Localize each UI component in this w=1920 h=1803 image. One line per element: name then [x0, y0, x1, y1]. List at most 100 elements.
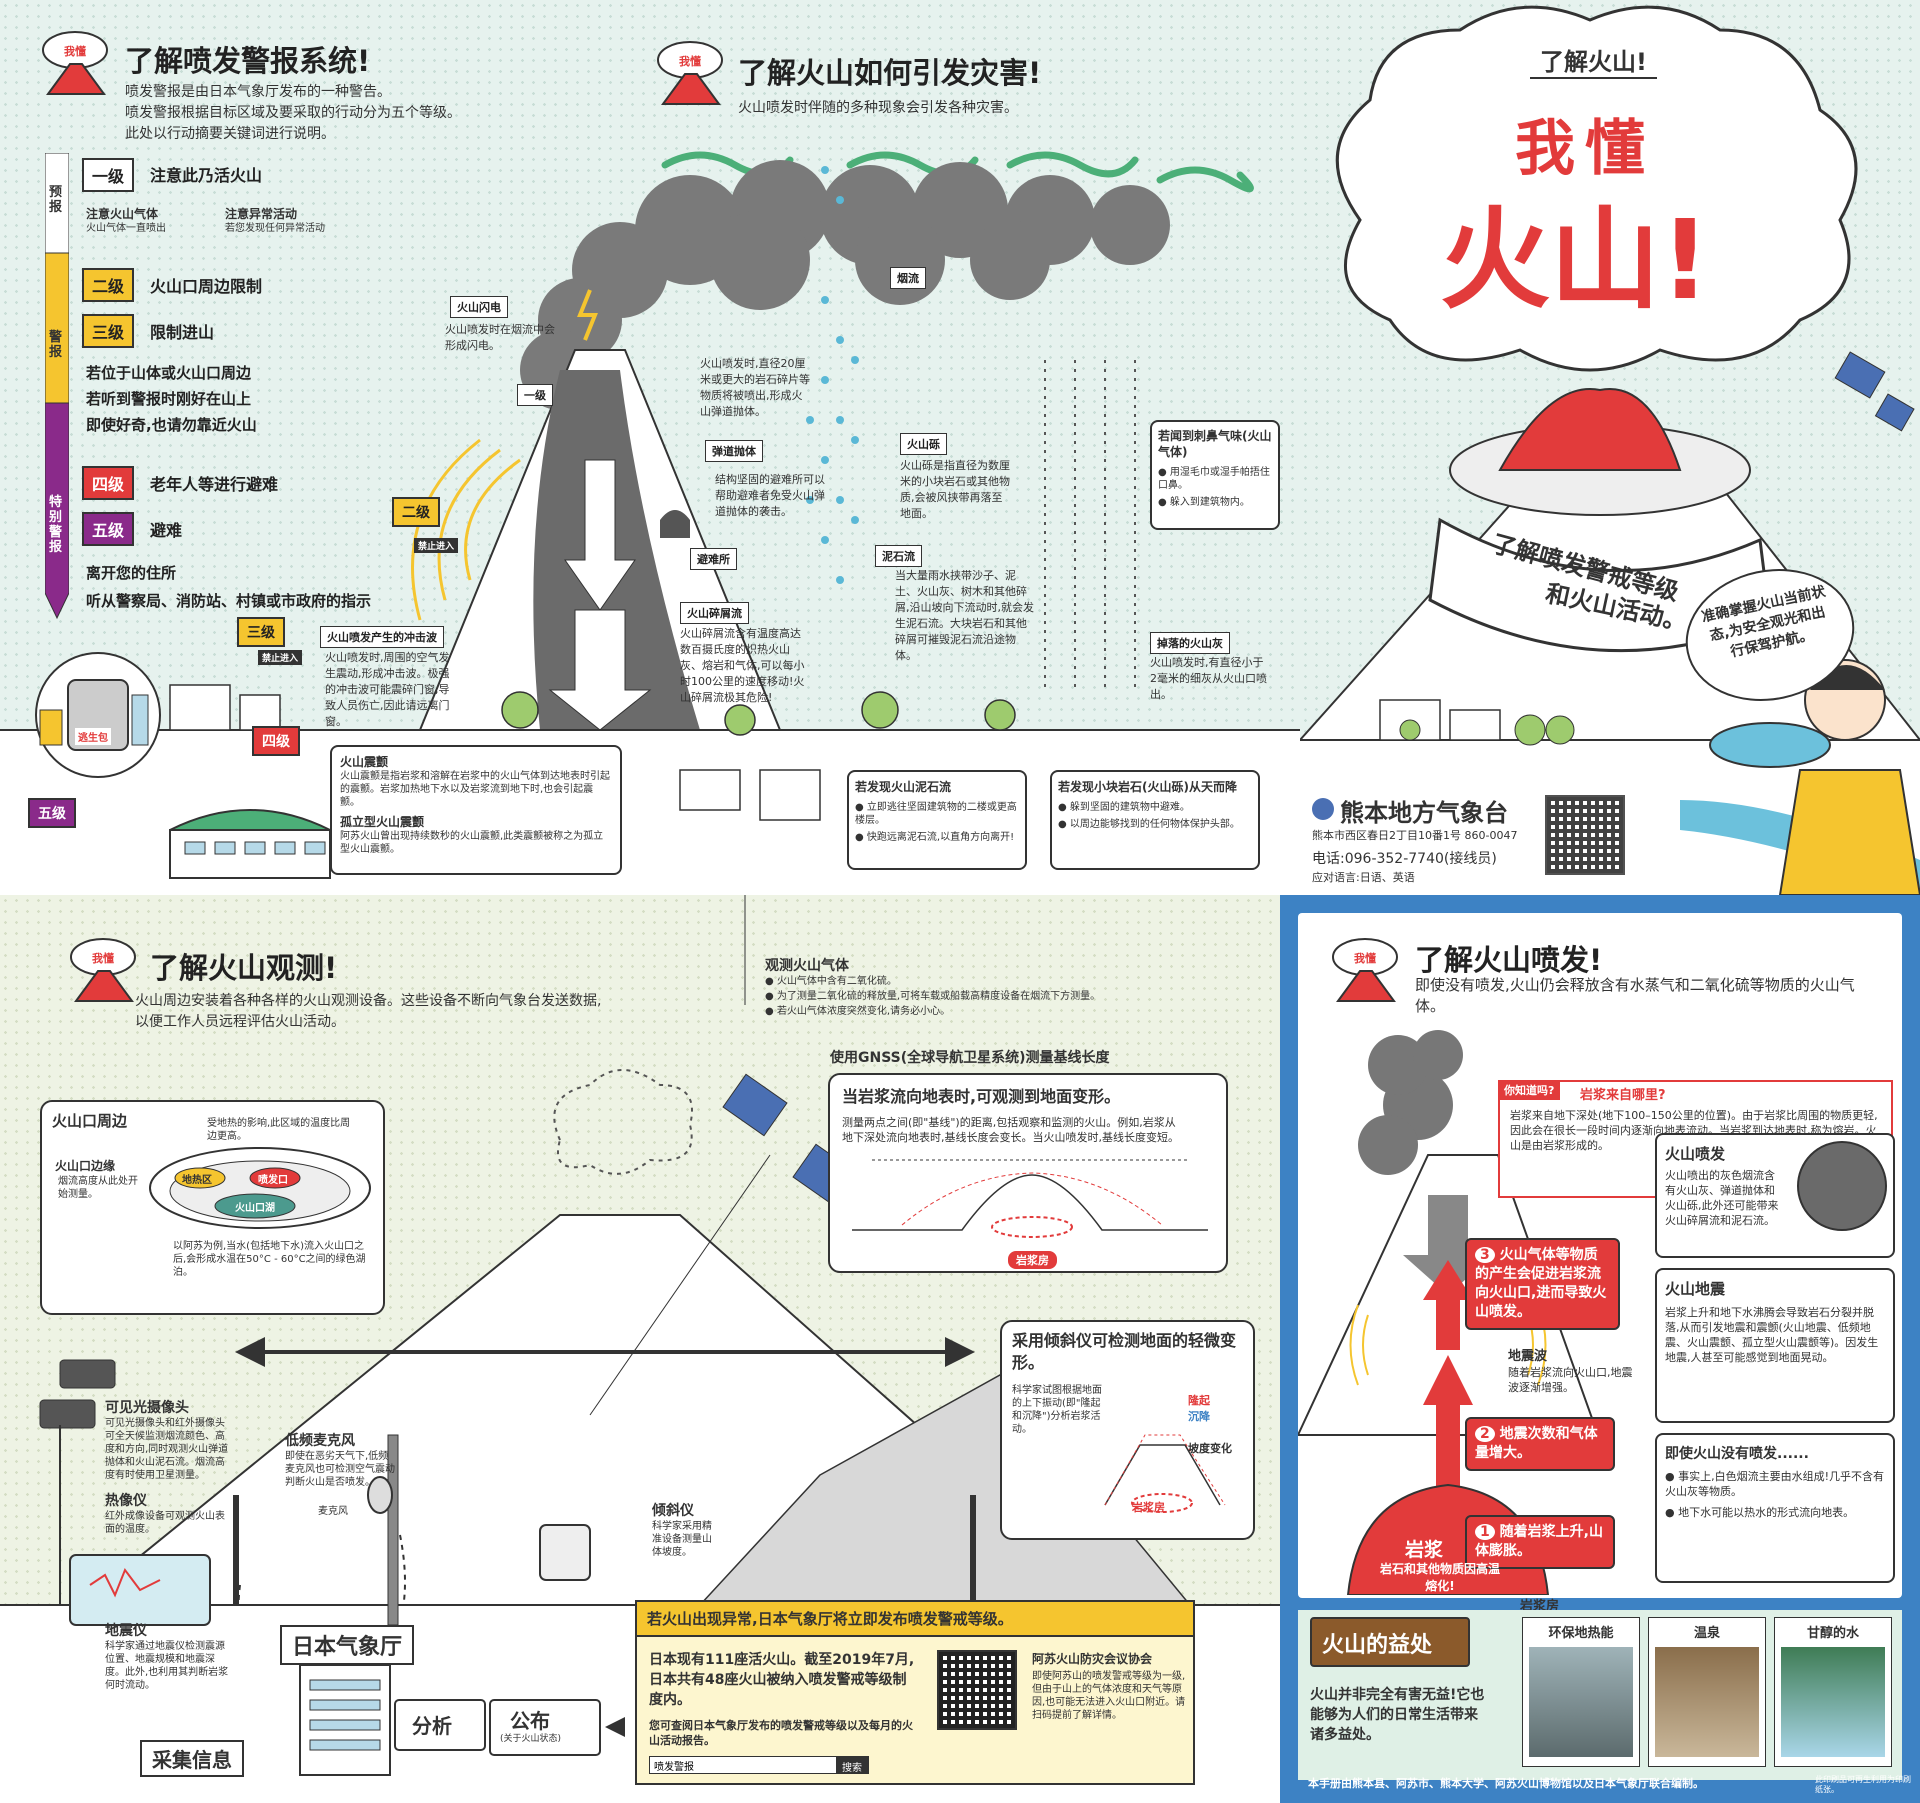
disaster-title: 了解火山如何引发灾害! — [738, 56, 1042, 90]
tilt-slope-change: 坡度变化 — [1188, 1442, 1232, 1455]
crater-desc: 受地热的影响,此区域的温度比周边更高。 — [207, 1118, 351, 1142]
l3-bullet3: 即使好奇,也请勿靠近火山 — [86, 416, 257, 434]
volcano-mascot-icon: 我懂 — [657, 41, 723, 105]
label-lahar: 泥石流 — [875, 545, 922, 567]
cover-title-small: 我懂 — [1515, 114, 1655, 184]
lahar-action-box: 若发现火山泥石流 ● 立即逃往坚固建筑物的二楼或更高楼层。 ● 快跑远离泥石流,… — [847, 770, 1027, 870]
search-input[interactable] — [650, 1757, 836, 1773]
eruption-photo — [1797, 1141, 1887, 1231]
crater-lake-desc: 以阿苏为例,当水(包括地下水)流入火山口之后,会形成水温在50°C - 60°C… — [173, 1241, 366, 1278]
l1-sub1-desc: 火山气体一直喷出 — [86, 223, 166, 234]
crater-edge-desc: 烟流高度从此处开始测量。 — [58, 1176, 138, 1200]
quake-wave-label: 地震波 — [1508, 1349, 1548, 1364]
footer-credit: 本手册由熊本县、阿苏市、熊本大学、阿苏火山博物馆以及日本气象厅联合编制。 — [1308, 1777, 1704, 1790]
level5-text: 避难 — [150, 521, 183, 540]
label-shockwave: 火山喷发产生的冲击波 — [320, 626, 444, 648]
mic-desc: 即使在恶劣天气下,低频麦克风也可检测空气震动判断火山是否喷发。 — [285, 1451, 395, 1488]
desc-ballistic: 火山喷发时,直径20厘米或更大的岩石碎片等物质将被喷出,形成火山弹道抛体。 — [700, 357, 810, 418]
eruption-box: 火山喷发 火山喷出的灰色烟流含有火山灰、弹道抛体和火山砾,此外还可能带来火山碎屑… — [1655, 1133, 1895, 1258]
no-entry-sign: 禁止进入 — [258, 650, 303, 665]
obs-desc: 火山周边安装着各种各样的火山观测设备。这些设备不断向气象台发送数据,以便工作人员… — [135, 993, 602, 1030]
bag-label: 逃生包 — [75, 728, 111, 745]
desc-ash: 火山喷发时,有直径小于2毫米的细灰从火山口喷出。 — [1150, 656, 1267, 701]
level3-text: 限制进山 — [150, 323, 215, 342]
svg-text:我懂: 我懂 — [679, 54, 701, 68]
label-ash: 掉落的火山灰 — [1150, 632, 1230, 654]
obs-title: 了解火山观测! — [150, 951, 338, 985]
no-entry-sign: 禁止进入 — [414, 538, 459, 553]
qr-code[interactable] — [937, 1650, 1017, 1730]
collect-label: 采集信息 — [140, 1740, 244, 1777]
category-special: 特别警报 — [49, 495, 63, 555]
publish-label: 公布 — [510, 1709, 550, 1733]
desc-shockwave: 火山喷发时,周围的空气发生震动,形成冲击波。极强的冲击波可能震碎门窗,导致人员伤… — [325, 651, 450, 728]
label-ballistic: 弹道抛体 — [705, 440, 763, 462]
jma-label: 日本气象厅 — [280, 1625, 415, 1665]
desc-ballistic-shelter: 结构坚固的避难所可以帮助避难者免受火山弹道抛体的袭击。 — [715, 473, 825, 518]
gas-bullet1: 火山气体中含有二氧化硫。 — [776, 976, 897, 987]
label-pyroclastic: 火山碎屑流 — [680, 602, 749, 624]
scene-level3-badge: 三级 — [237, 617, 285, 647]
jma-logo-icon — [1312, 798, 1334, 820]
search-bar[interactable]: 搜索 — [649, 1756, 869, 1774]
alert-panel: 我懂 了解喷发警报系统! 喷发警报是由日本气象厅发布的一种警告。喷发警报根据目标… — [0, 0, 1300, 895]
qr-code[interactable] — [1545, 795, 1625, 875]
l1-sub2-desc: 若您发现任何异常活动 — [225, 223, 325, 234]
scene-level2-badge: 二级 — [392, 497, 440, 527]
tilt-subsidence: 沉降 — [1188, 1410, 1210, 1423]
svg-text:我懂: 我懂 — [1354, 951, 1376, 965]
step2-box: 2 地震次数和气体量增大。 — [1465, 1417, 1615, 1471]
gnss-magma-room: 岩浆房 — [1008, 1251, 1057, 1269]
org-phone: 电话:096-352-7740(接线员) — [1312, 851, 1497, 867]
desc-lapilli: 火山砾是指直径为数厘米的小块岩石或其他物质,会被风挟带再落至地面。 — [900, 459, 1010, 520]
scene-level1-badge: 一级 — [517, 384, 553, 406]
category-warning: 警报 — [49, 330, 63, 360]
emergency-bag-icon — [35, 652, 161, 778]
search-button[interactable]: 搜索 — [836, 1757, 868, 1774]
crater-diagram — [149, 1147, 371, 1229]
level2-text: 火山口周边限制 — [150, 277, 263, 296]
label-shelter: 避难所 — [690, 548, 737, 570]
erupt-title: 了解火山喷发! — [1415, 943, 1603, 977]
gas-bullet2: 为了测量二氧化硫的释放量,可将车载或船载高精度设备在烟流下方测量。 — [776, 991, 1101, 1002]
thermal-desc: 红外成像设备可观测火山表面的温度。 — [105, 1511, 225, 1535]
svg-text:我懂: 我懂 — [92, 951, 114, 965]
no-eruption-box: 即使火山没有喷发...... ● 事实上,白色烟流主要由水组成!几乎不含有火山灰… — [1655, 1433, 1895, 1583]
cover-title-big: 火山! — [1440, 196, 1711, 324]
quake-box: 火山地震 岩浆上升和地下水沸腾会导致岩石分裂并脱落,从而引发地震和震颤(火山地震… — [1655, 1268, 1895, 1423]
step3-box: 3 火山气体等物质的产生会促进岩浆流向火山口,进而导致火山喷发。 — [1465, 1238, 1620, 1330]
level4-text: 老年人等进行避难 — [150, 475, 279, 494]
desc-pyroclastic: 火山碎屑流含有温度高达数百摄氏度的炽热火山灰、熔岩和气体,可以每小时100公里的… — [680, 627, 805, 704]
crater-edge: 火山口边缘 — [55, 1159, 116, 1173]
gas-title: 观测火山气体 — [765, 958, 849, 974]
tilt-uplift: 隆起 — [1188, 1394, 1210, 1407]
org-language: 应对语言:日语、英语 — [1312, 871, 1415, 884]
benefit-card-hotspring: 温泉 — [1648, 1617, 1766, 1767]
geothermal-photo — [1529, 1647, 1633, 1757]
seismo-title: 地震仪 — [105, 1623, 147, 1639]
cover-subtitle: 了解火山! — [1530, 42, 1657, 79]
level1-badge: 一级 — [82, 158, 135, 192]
volcano-mascot-icon: 我懂 — [1332, 938, 1398, 1002]
step1-box: 1 随着岩浆上升,山体膨胀。 — [1465, 1515, 1615, 1569]
scene-level5-badge: 五级 — [28, 798, 76, 828]
water-photo — [1781, 1647, 1885, 1757]
smell-box: 若闻到刺鼻气味(火山气体) ● 用湿毛巾或湿手帕捂住口鼻。 ● 躲入到建筑物内。 — [1150, 420, 1280, 530]
alert-desc: 喷发警报是由日本气象厅发布的一种警告。喷发警报根据目标区域及要采取的行动分为五个… — [125, 84, 461, 142]
quake-wave-desc: 随着岩浆流向火山口,地震波逐渐增强。 — [1508, 1366, 1633, 1394]
org-address: 熊本市西区春日2丁目10番1号 860-0047 — [1312, 829, 1518, 842]
mic-title: 低频麦克风 — [285, 1433, 355, 1449]
label-lightning: 火山闪电 — [450, 296, 508, 318]
cover-panel: 了解火山! 我懂 火山! 了解喷发警戒等级 和火山活动。 准确掌握火山当前状态,… — [1300, 0, 1920, 895]
alert-title: 了解喷发警报系统! — [125, 44, 371, 78]
label-plume: 烟流 — [890, 267, 926, 289]
mic-label: 麦克风 — [318, 1506, 348, 1517]
gnss-box: 当岩浆流向地表时,可观测到地面变形。 测量两点之间(即"基线")的距离,包括观察… — [828, 1073, 1228, 1273]
org-name: 熊本地方气象台 — [1340, 799, 1508, 827]
crater-lake-label: 火山口湖 — [235, 1203, 275, 1214]
level1-text: 注意此乃活火山 — [150, 166, 263, 185]
level5-badge: 五级 — [82, 512, 135, 546]
erupt-desc: 即使没有喷发,火山仍会释放含有水蒸气和二氧化硫等物质的火山气体。 — [1415, 976, 1855, 1015]
level4-badge: 四级 — [82, 466, 135, 500]
tilt-title: 倾斜仪 — [652, 1503, 694, 1519]
